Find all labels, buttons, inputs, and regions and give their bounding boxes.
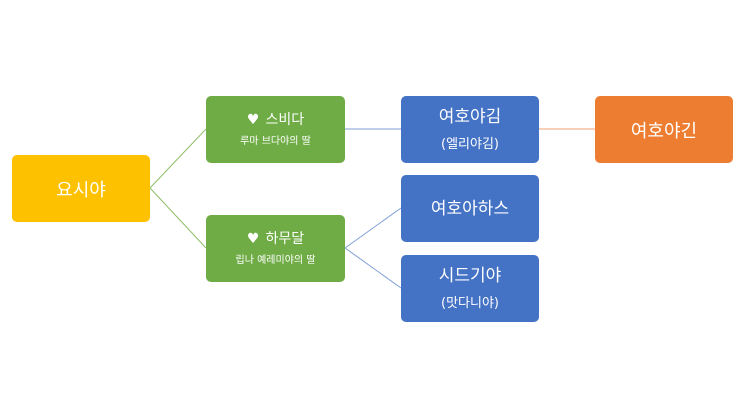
heart-icon: ♥ (246, 230, 260, 247)
son-name: 시드기야 (438, 265, 502, 286)
root-node: 요시야 (12, 155, 150, 222)
link-wife2-son3 (344, 247, 402, 289)
wife-name-row: ♥ 스비다 (247, 111, 304, 129)
wife-node-2: ♥ 하무달 립나 예레미야의 딸 (206, 215, 345, 282)
wife-name: 스비다 (265, 111, 305, 128)
son-node-2: 여호아하스 (401, 175, 539, 242)
wife-name-row: ♥ 하무달 (247, 230, 304, 248)
son-subtitle: (맛다니야) (441, 295, 499, 311)
wife-node-1: ♥ 스비다 루마 브다야의 딸 (206, 96, 345, 163)
wife-name: 하무달 (265, 230, 305, 247)
son-name: 여호야김 (438, 106, 502, 127)
son-node-3: 시드기야 (맛다니야) (401, 255, 539, 322)
wife-subtitle: 립나 예레미야의 딸 (235, 254, 316, 266)
grandson-name: 여호야긴 (630, 120, 698, 142)
son-node-1: 여호야김 (엘리야김) (401, 96, 539, 163)
son-subtitle: (엘리야김) (441, 136, 499, 152)
grandson-node: 여호야긴 (595, 96, 733, 163)
link-root-wife2 (149, 187, 207, 249)
son-name: 여호아하스 (430, 198, 510, 219)
link-wife2-son2 (344, 207, 402, 249)
root-name: 요시야 (56, 179, 106, 201)
link-root-wife1 (149, 128, 207, 189)
wife-subtitle: 루마 브다야의 딸 (240, 135, 311, 147)
heart-icon: ♥ (246, 111, 260, 128)
